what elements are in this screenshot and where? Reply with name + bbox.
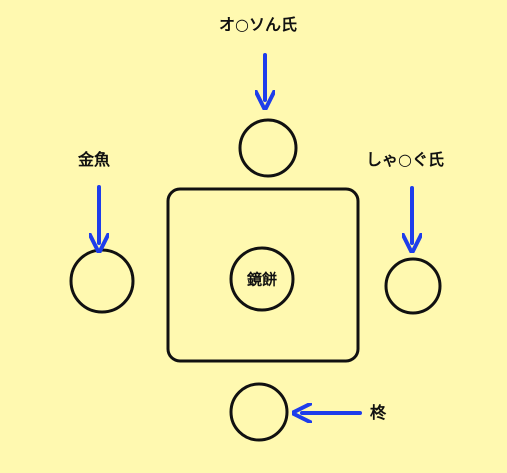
left-seat-label: 金魚 bbox=[78, 150, 111, 169]
seat-left bbox=[69, 248, 135, 314]
seat-top bbox=[238, 118, 298, 178]
bottom-seat-label: 柊 bbox=[370, 403, 387, 422]
seat-bottom bbox=[229, 382, 289, 442]
table-center-label: 鏡餅 bbox=[246, 270, 278, 289]
table-square bbox=[166, 187, 360, 363]
top-seat-label: オ○ソん氏 bbox=[219, 15, 297, 34]
right-seat-label: しゃ○ぐ氏 bbox=[366, 150, 444, 169]
seat-right bbox=[384, 257, 442, 315]
table-center-circle bbox=[229, 246, 295, 312]
